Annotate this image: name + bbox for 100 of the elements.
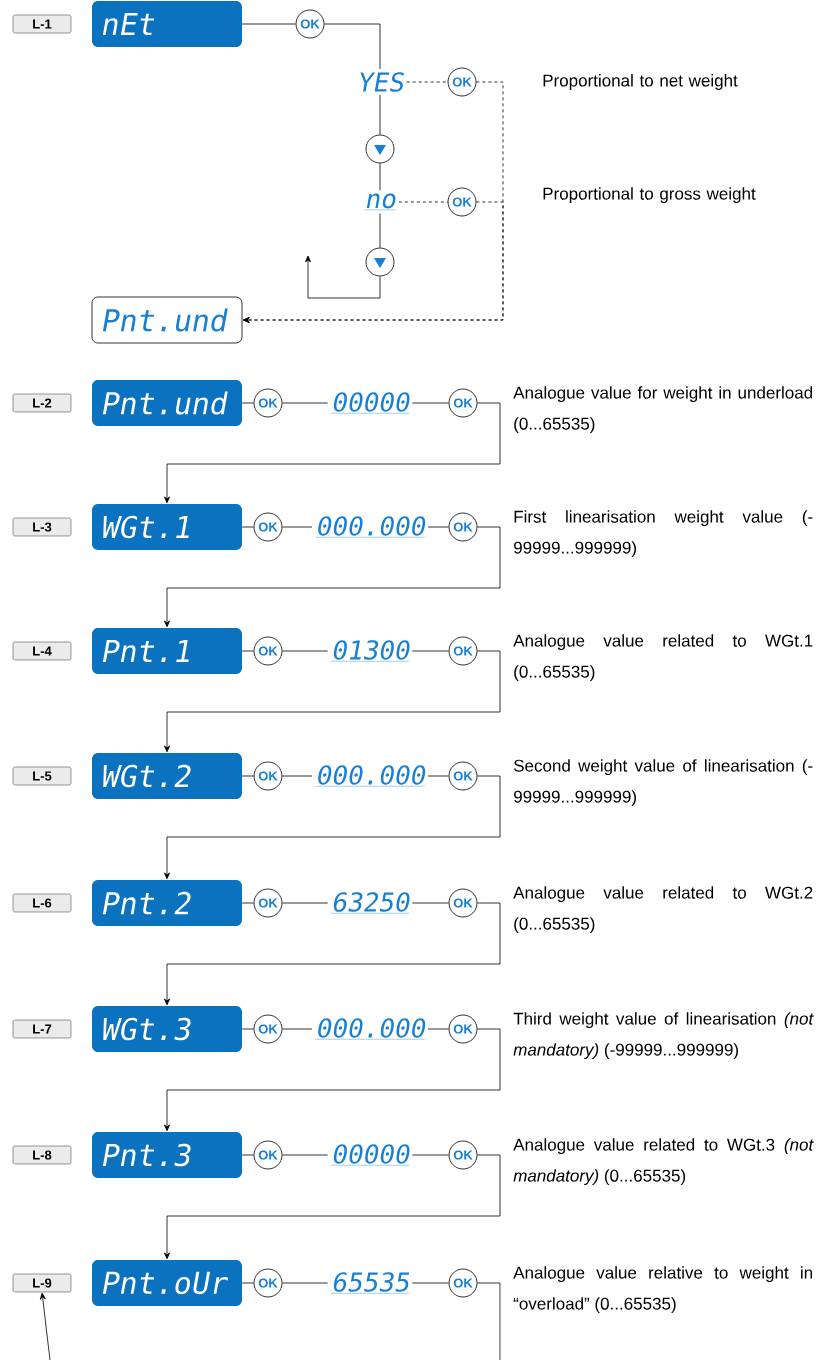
display-box: Pnt.und bbox=[91, 296, 243, 344]
description-text: Proportional to net weight bbox=[543, 74, 738, 90]
display-reading: 000.000 bbox=[315, 765, 426, 787]
step-badge: L-4 bbox=[12, 641, 72, 661]
display-box: Pnt.und bbox=[92, 380, 242, 426]
ok-button: OK bbox=[253, 888, 283, 918]
display-box: WGt.2 bbox=[92, 753, 242, 799]
connector bbox=[241, 402, 254, 404]
display-box: Pnt.oUr bbox=[92, 1260, 242, 1306]
ok-button: OK bbox=[295, 9, 325, 39]
description-text: First linearisation weight value (-99999...999999) bbox=[514, 510, 813, 558]
ok-button: OK bbox=[253, 761, 283, 791]
display-box: nEt bbox=[92, 1, 242, 47]
step-badge: L-2 bbox=[12, 393, 72, 413]
connector bbox=[39, 1292, 51, 1360]
connector bbox=[411, 650, 449, 652]
connector bbox=[241, 1154, 254, 1156]
step-badge: L-8 bbox=[12, 1145, 72, 1165]
dashed-connector bbox=[406, 81, 448, 83]
step-badge: L-3 bbox=[12, 517, 72, 537]
display-box: Pnt.3 bbox=[92, 1132, 242, 1178]
description-text: Analogue value related to WGt.3 (not mandatory) (0...65535) bbox=[513, 1138, 814, 1186]
connector bbox=[411, 1282, 449, 1284]
connector bbox=[324, 23, 381, 70]
step-badge: L-7 bbox=[12, 1019, 72, 1039]
connector bbox=[164, 902, 501, 1006]
display-reading: 000.000 bbox=[315, 516, 426, 538]
ok-button: OK bbox=[448, 1268, 478, 1298]
connector bbox=[164, 1028, 501, 1132]
description-text: Analogue value related to WGt.2 (0...65535) bbox=[513, 886, 813, 934]
connector bbox=[305, 255, 381, 299]
description-text: Proportional to gross weight bbox=[543, 187, 756, 204]
connector bbox=[241, 650, 254, 652]
ok-button: OK bbox=[253, 388, 283, 418]
description-text: Analogue value relative to weight in “overload” (0...65535) bbox=[513, 1266, 813, 1314]
connector bbox=[164, 402, 501, 504]
connector bbox=[282, 402, 329, 404]
down-button bbox=[365, 134, 395, 164]
connector bbox=[164, 775, 501, 880]
dashed-connector bbox=[243, 201, 504, 323]
display-reading: 63250 bbox=[330, 892, 410, 914]
connector bbox=[241, 526, 254, 528]
connector bbox=[282, 1028, 313, 1030]
display-box: WGt.3 bbox=[92, 1006, 242, 1052]
display-box: Pnt.1 bbox=[92, 628, 242, 674]
connector bbox=[282, 526, 313, 528]
connector bbox=[411, 902, 449, 904]
connector bbox=[379, 213, 381, 248]
ok-button: OK bbox=[253, 1268, 283, 1298]
dashed-connector bbox=[398, 201, 448, 203]
display-box: WGt.1 bbox=[92, 504, 242, 550]
connector bbox=[282, 650, 329, 652]
display-reading: no bbox=[364, 193, 396, 211]
description-text: Analogue value for weight in underload (0...65535) bbox=[513, 386, 813, 434]
ok-button: OK bbox=[448, 512, 478, 542]
connector bbox=[241, 775, 254, 777]
connector bbox=[164, 650, 501, 753]
step-badge: L-9 bbox=[12, 1273, 72, 1293]
ok-button: OK bbox=[448, 888, 478, 918]
connector bbox=[241, 23, 296, 25]
connector bbox=[282, 1154, 329, 1156]
description-text: Analogue value related to WGt.1 (0...65535) bbox=[513, 634, 813, 682]
ok-button: OK bbox=[448, 1140, 478, 1170]
ok-button: OK bbox=[448, 1014, 478, 1044]
ok-button: OK bbox=[253, 1014, 283, 1044]
connector bbox=[241, 902, 254, 904]
connector bbox=[241, 1282, 254, 1284]
connector bbox=[164, 526, 501, 628]
ok-button: OK bbox=[447, 67, 477, 97]
connector bbox=[282, 775, 313, 777]
display-reading: 000.000 bbox=[315, 1018, 426, 1040]
display-reading: 00000 bbox=[330, 392, 410, 414]
ok-button: OK bbox=[253, 1140, 283, 1170]
step-badge: L-1 bbox=[12, 14, 72, 34]
ok-button: OK bbox=[447, 187, 477, 217]
connector bbox=[411, 1154, 449, 1156]
connector bbox=[379, 163, 381, 191]
display-reading: 01300 bbox=[330, 640, 410, 662]
connector bbox=[282, 1282, 329, 1284]
connector bbox=[427, 775, 449, 777]
ok-button: OK bbox=[448, 388, 478, 418]
ok-button: OK bbox=[253, 636, 283, 666]
connector bbox=[164, 1154, 501, 1260]
display-box: Pnt.2 bbox=[92, 880, 242, 926]
display-reading: 00000 bbox=[330, 1144, 410, 1166]
connector bbox=[477, 1282, 501, 1360]
step-badge: L-5 bbox=[12, 766, 72, 786]
connector bbox=[282, 902, 329, 904]
display-reading: 65535 bbox=[330, 1272, 410, 1294]
step-badge: L-6 bbox=[12, 893, 72, 913]
down-button bbox=[365, 247, 395, 277]
connector bbox=[379, 94, 381, 135]
connector bbox=[241, 1028, 254, 1030]
connector bbox=[427, 1028, 449, 1030]
ok-button: OK bbox=[448, 761, 478, 791]
display-reading: YES bbox=[360, 72, 404, 92]
ok-button: OK bbox=[448, 636, 478, 666]
connector bbox=[411, 402, 449, 404]
description-text: Second weight value of linearisation (-99999...999999) bbox=[513, 759, 813, 807]
description-text: Third weight value of linearisation (not mandatory) (-99999...999999) bbox=[513, 1012, 814, 1060]
